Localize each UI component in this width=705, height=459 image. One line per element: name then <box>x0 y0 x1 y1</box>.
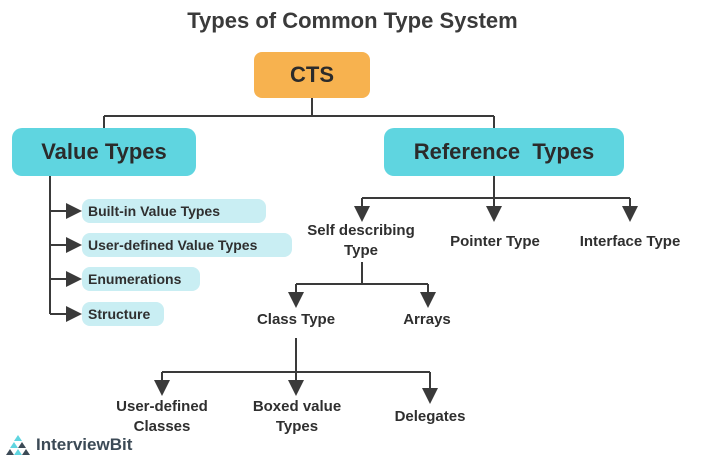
user-defined-classes-label: User-defined Classes <box>116 398 208 435</box>
structure-item: Structure <box>82 302 164 326</box>
interviewbit-logo-icon <box>6 435 30 455</box>
pointer-type-label: Pointer Type <box>450 233 540 250</box>
diagram-title: Types of Common Type System <box>187 8 518 33</box>
class-type-label: Class Type <box>256 311 336 328</box>
value-types-node: Value Types <box>12 128 196 176</box>
delegates-label: Delegates <box>394 408 466 425</box>
arrays-label: Arrays <box>403 311 451 328</box>
interviewbit-logo: InterviewBit <box>4 433 132 457</box>
cts-node: CTS <box>254 52 370 98</box>
self-describing-type-label: Self describing Type <box>307 222 415 259</box>
boxed-value-types-label: Boxed value Types <box>252 398 342 435</box>
builtin-value-types-item: Built-in Value Types <box>82 199 266 223</box>
brand-name: InterviewBit <box>36 435 133 454</box>
reference-types-node: Reference Types <box>384 128 624 176</box>
interface-type-label: Interface Type <box>579 233 681 250</box>
enumerations-item: Enumerations <box>82 267 200 291</box>
user-defined-value-types-item: User-defined Value Types <box>82 233 292 257</box>
